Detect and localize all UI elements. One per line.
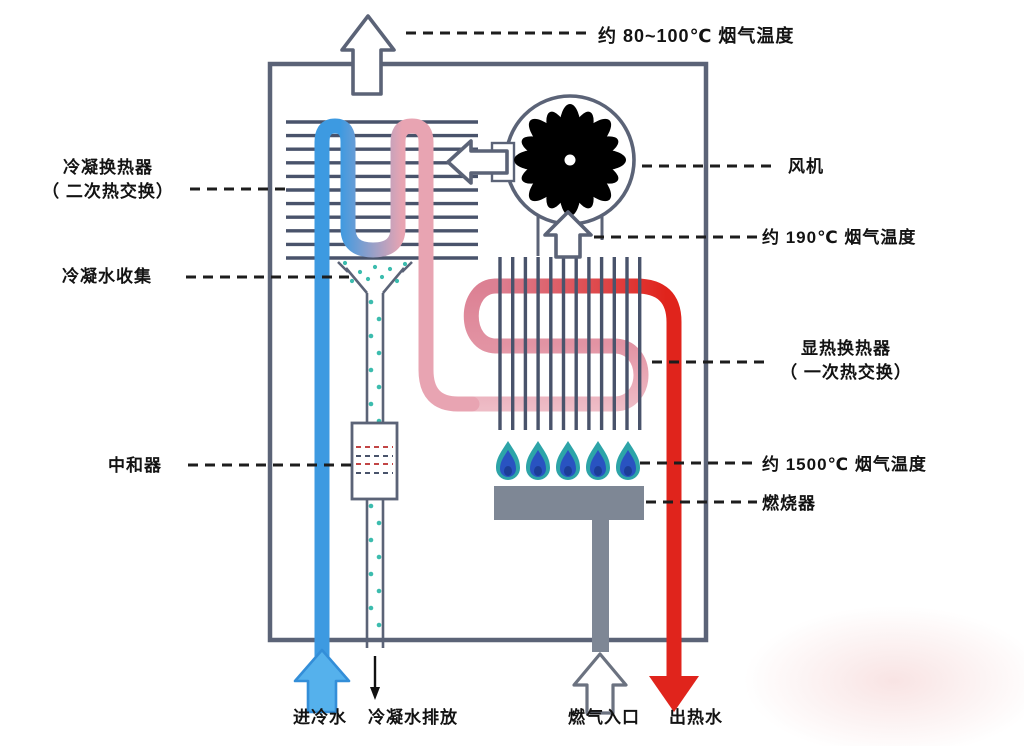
primary-coil-turn: [463, 278, 504, 354]
hot-water-pipe: [488, 278, 682, 686]
label-sensible-hx-line2: （ 一次热交换）: [780, 363, 912, 382]
label-sensible-hx-line1: 显热换热器: [801, 339, 891, 358]
leader-lines: [186, 31, 778, 504]
cold-water-inlet-arrow: [293, 648, 351, 714]
label-neutralizer: 中和器: [108, 456, 162, 475]
cold-water-and-condensing-coil: [314, 118, 480, 702]
fan-outlet-arrow: [446, 139, 509, 185]
label-condensing-hx-line2: （ 二次热交换）: [42, 182, 174, 201]
label-flue-1500: 约 1500℃ 烟气温度: [762, 455, 927, 474]
label-condensing-hx-line1: 冷凝换热器: [63, 158, 153, 177]
fan-inlet-arrow: [543, 210, 593, 259]
label-condensing-hx: 冷凝换热器 （ 二次热交换）: [22, 156, 194, 204]
primary-heat-exchanger-fins: [498, 257, 642, 430]
label-cold-in: 进冷水: [293, 708, 347, 727]
fan-blade-icon: [514, 104, 626, 216]
condensate-drain-arrow: [370, 656, 380, 700]
label-hot-out: 出热水: [669, 708, 723, 727]
burner-body: [494, 486, 644, 520]
cabinet-outline: [267, 61, 709, 643]
label-flue-190: 约 190℃ 烟气温度: [762, 228, 917, 247]
neutralizer-media: [356, 446, 393, 474]
condensate-funnel: [337, 261, 413, 648]
label-fan: 风机: [788, 157, 824, 176]
fan: [446, 94, 636, 259]
hot-water-outlet-arrow: [649, 676, 699, 712]
background-smudge: [744, 606, 1024, 746]
label-sensible-hx: 显热换热器 （ 一次热交换）: [766, 337, 926, 385]
label-flue-out: 约 80~100℃ 烟气温度: [598, 26, 795, 46]
label-condensate-collect: 冷凝水收集: [62, 267, 152, 286]
gas-pipe: [592, 518, 609, 652]
label-condensate-drain: 冷凝水排放: [368, 708, 458, 727]
label-gas-in: 燃气入口: [568, 708, 640, 727]
flame-icons: [496, 441, 640, 480]
neutralizer-box: [350, 421, 399, 501]
label-burner: 燃烧器: [762, 494, 816, 513]
burner: [494, 441, 644, 652]
flue-exhaust-arrow: [340, 14, 396, 96]
gas-inlet-arrow: [572, 652, 628, 715]
